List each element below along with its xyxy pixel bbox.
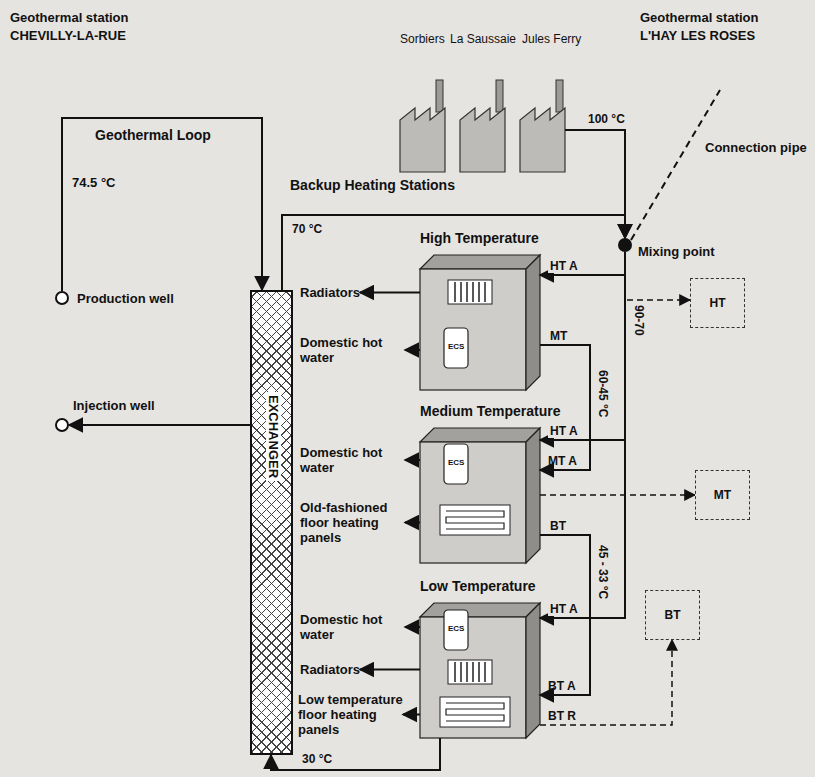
label-text: Backup Heating Stations (290, 178, 455, 193)
equipment-label: Radiators (300, 662, 360, 677)
text-label: 60-45 °C (595, 370, 610, 418)
label-text: HT (710, 296, 726, 310)
pipe-connector (540, 252, 625, 618)
label-text: La Saussaie (450, 32, 516, 47)
heat-exchanger: EXCHANGER (250, 290, 293, 755)
text-label: 45 - 33 °C (595, 545, 610, 599)
edge-label: BT (548, 519, 568, 533)
text-label: ECS (448, 624, 464, 633)
building-block: Medium Temperature (420, 428, 540, 563)
label-text: Low Temperature (420, 579, 536, 594)
label-text: Domestic hot water (300, 335, 405, 365)
pipe-connector (360, 669, 420, 671)
edge-label: HT A (548, 259, 580, 273)
pipe-connector (405, 626, 420, 628)
text-label: 90-70 (631, 305, 646, 336)
building-block: Low Temperature (420, 603, 540, 738)
pipe-connector (540, 252, 625, 275)
pipe-connector (282, 215, 625, 290)
label-text: Jules Ferry (522, 32, 581, 47)
well: Injection well (55, 418, 69, 432)
text-label: ECS (448, 458, 464, 467)
text-label: Geothermal station (10, 10, 128, 25)
edge-label: HT A (548, 602, 580, 616)
small-building: MT (695, 470, 750, 520)
label-text: Radiators (300, 285, 360, 300)
small-building: HT (690, 278, 745, 328)
pipe-connector (405, 522, 420, 524)
text-label: Geothermal Loop (95, 128, 211, 143)
label-text: Radiators (300, 662, 360, 677)
well: Production well (55, 291, 69, 305)
dashed-pipe (540, 640, 672, 725)
pipe-connector (62, 118, 262, 291)
label-text: Injection well (73, 398, 155, 413)
backup-station-group: Sorbiers La Saussaie Jules FerryBackup Hea… (290, 28, 580, 203)
dashed-pipe (540, 494, 695, 496)
mixing-point: Mixing point (618, 238, 632, 252)
label-text: High Temperature (420, 231, 539, 246)
pipe-connector (405, 459, 420, 461)
label-text: Mixing point (638, 244, 715, 259)
pipe-connector (540, 535, 590, 695)
text-label: BT A (548, 679, 576, 694)
edge-label: 100 °C (586, 112, 627, 126)
edge-label: MT (548, 329, 569, 343)
edge-label: 70 °C (290, 222, 324, 236)
text-label: 74.5 °C (72, 175, 116, 190)
text-label: BT R (548, 709, 576, 724)
pipe-connector (69, 424, 250, 426)
pipe-connector (405, 349, 420, 351)
text-label: L'HAY LES ROSES (640, 28, 755, 43)
small-building: BT (645, 590, 700, 640)
label-text: EXCHANGER (266, 392, 281, 481)
label-text: Medium Temperature (420, 404, 561, 419)
text-label: MT A (548, 454, 577, 469)
equipment-label: Domestic hot water (300, 445, 405, 475)
label-text: Sorbiers (400, 32, 445, 47)
equipment-label: Domestic hot water (300, 612, 405, 642)
label-text: Domestic hot water (300, 445, 405, 475)
pipe-connector (360, 292, 420, 294)
equipment-label: Radiators (300, 285, 360, 300)
dashed-pipe (625, 252, 690, 300)
pipe-connector (403, 714, 420, 716)
building-block: High Temperature (420, 255, 540, 390)
edge-label: HT A (548, 424, 580, 438)
edge-label: 30 °C (300, 752, 334, 766)
label-text: Low temperature floor heating panels (298, 692, 403, 737)
label-text: Old-fashioned floor heating panels (300, 500, 405, 545)
label-text: Domestic hot water (300, 612, 405, 642)
label-text: Production well (77, 291, 174, 306)
text-label: CHEVILLY-LA-RUE (10, 28, 126, 43)
text-label: Geothermal station (640, 10, 758, 25)
pipe-connector (580, 130, 625, 238)
label-text: MT (714, 488, 731, 502)
equipment-label: Domestic hot water (300, 335, 405, 365)
text-label: ECS (448, 342, 464, 351)
label-text: BT (665, 608, 681, 622)
text-label: Connection pipe (705, 140, 807, 155)
equipment-label: Low temperature floor heating panels (298, 692, 403, 737)
equipment-label: Old-fashioned floor heating panels (300, 500, 405, 545)
pipe-connector (271, 738, 440, 770)
